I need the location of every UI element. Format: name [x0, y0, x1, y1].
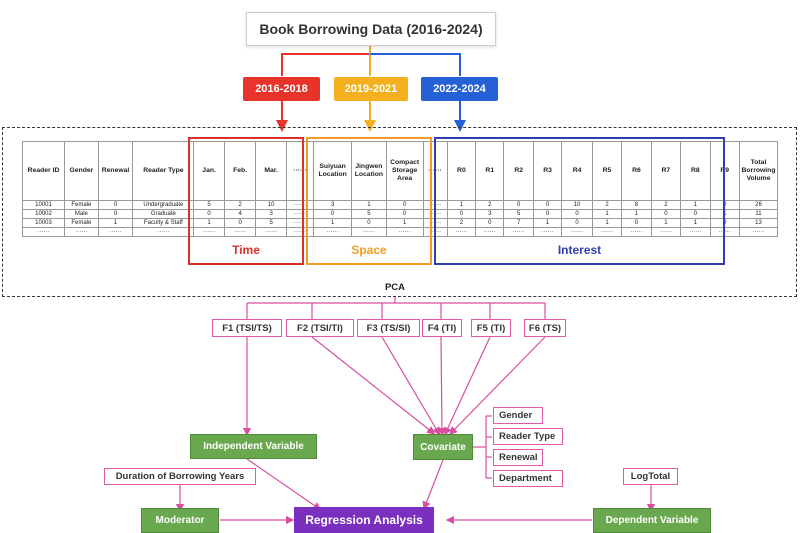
- table-header-cell: R3: [532, 141, 563, 201]
- covariate-box: Covariate: [413, 434, 473, 460]
- time-group-label: Time: [232, 243, 260, 257]
- table-header-cell: Mar.: [255, 141, 287, 201]
- table-cell: ······: [255, 227, 287, 237]
- factor-f2: F2 (TSI/TI): [286, 319, 354, 337]
- table-cell: 0: [97, 209, 134, 219]
- table-cell: Male: [64, 209, 99, 219]
- table-header-cell: Jan.: [193, 141, 225, 201]
- table-cell: ······: [503, 227, 534, 237]
- table-header-cell: Suiyuan Location: [313, 141, 353, 201]
- factor-f3: F3 (TS/SI): [357, 319, 420, 337]
- period-2016-2018: 2016-2018: [243, 77, 320, 101]
- table-header-cell: Compact Storage Area: [385, 141, 424, 201]
- covariate-reader-type: Reader Type: [493, 428, 563, 445]
- table-cell: ······: [313, 227, 353, 237]
- space-group-box: [306, 137, 432, 265]
- interest-group-box: [434, 137, 725, 265]
- factor-f6: F6 (TS): [524, 319, 566, 337]
- table-header-cell: R2: [503, 141, 534, 201]
- table-header-cell: ······: [285, 141, 315, 201]
- space-group-label: Space: [351, 243, 387, 257]
- factor-f5: F5 (TI): [471, 319, 511, 337]
- pca-bracket: [175, 296, 656, 525]
- table-header-cell: Feb.: [223, 141, 257, 201]
- table-cell: Female: [64, 218, 99, 228]
- independent-variable-box: Independent Variable: [190, 434, 317, 459]
- table-header-cell: Renewal: [97, 141, 134, 201]
- covariate-department: Department: [493, 470, 563, 487]
- dependent-variable-box: Dependent Variable: [593, 508, 711, 533]
- table-cell: ······: [285, 227, 315, 237]
- table-header-cell: Reader Type: [132, 141, 195, 201]
- table-cell: 10002: [21, 209, 66, 219]
- moderator-box: Moderator: [141, 508, 219, 533]
- table-header-cell: R0: [446, 141, 477, 201]
- table-header-cell: Gender: [64, 141, 99, 201]
- table-cell: Undergraduate: [132, 200, 195, 210]
- table-cell: ······: [64, 227, 99, 237]
- table-cell: 11: [738, 209, 779, 219]
- table-cell: Graduate: [132, 209, 195, 219]
- table-cell: 10003: [21, 218, 66, 228]
- data-table-frame: [2, 127, 797, 297]
- factor-f4: F4 (TI): [422, 319, 462, 337]
- pca-label: PCA: [384, 282, 406, 293]
- period-2019-2021: 2019-2021: [334, 77, 408, 101]
- regression-analysis-box: Regression Analysis: [294, 507, 434, 533]
- covariate-gender: Gender: [493, 407, 543, 424]
- table-cell: 1: [97, 218, 134, 228]
- table-header-cell: R7: [650, 141, 682, 201]
- table-cell: ······: [132, 227, 195, 237]
- table-cell: ······: [193, 227, 225, 237]
- table-header-cell: R8: [680, 141, 711, 201]
- logtotal-box: LogTotal: [623, 468, 678, 485]
- table-cell: 13: [738, 218, 779, 228]
- period-2022-2024: 2022-2024: [421, 77, 498, 101]
- table-header-cell: Reader ID: [21, 141, 66, 201]
- interest-group-label: Interest: [557, 243, 602, 257]
- title-to-2016-line: [281, 46, 371, 76]
- table-header-cell: R4: [561, 141, 593, 201]
- table-cell: 10001: [21, 200, 66, 210]
- table-cell: ······: [97, 227, 134, 237]
- factor-f1: F1 (TSI/TS): [212, 319, 282, 337]
- table-cell: Female: [64, 200, 99, 210]
- table-cell: ······: [738, 227, 779, 237]
- table-cell: ······: [21, 227, 66, 237]
- table-cell: ······: [561, 227, 593, 237]
- table-cell: 0: [97, 200, 134, 210]
- time-group-box: [188, 137, 304, 265]
- covariate-renewal: Renewal: [493, 449, 543, 466]
- duration-box: Duration of Borrowing Years: [104, 468, 256, 485]
- diagram-title: Book Borrowing Data (2016-2024): [246, 12, 496, 46]
- table-header-cell: Jingwen Location: [351, 141, 387, 201]
- table-header-cell: Total Borrowing Volume: [738, 141, 779, 201]
- table-cell: 26: [738, 200, 779, 210]
- title-to-2022-line: [370, 53, 461, 76]
- table-cell: Faculty & Staff: [132, 218, 195, 228]
